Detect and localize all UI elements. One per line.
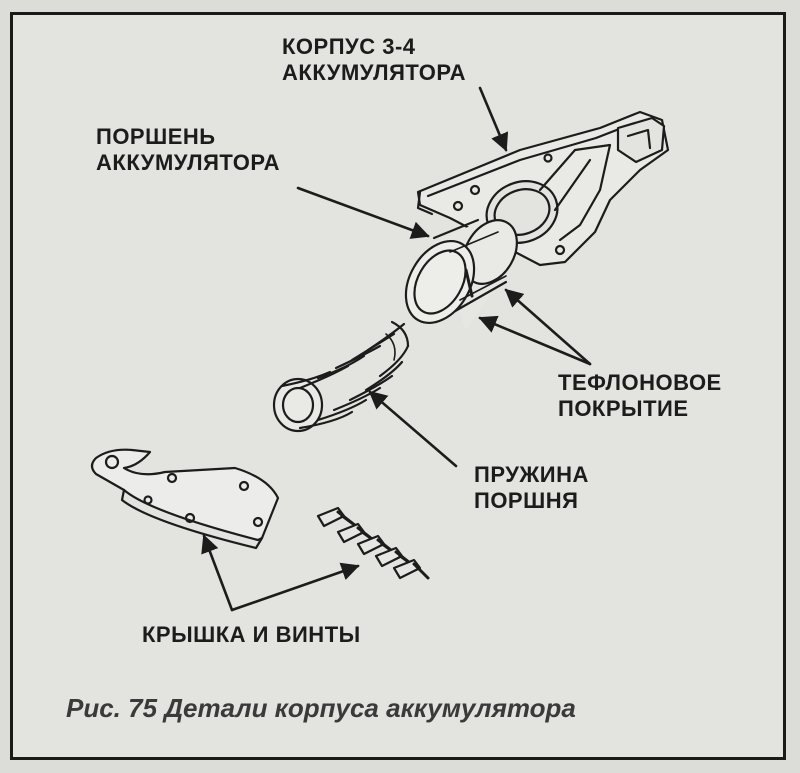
screw-5-icon <box>392 558 430 580</box>
spring-label-line2: ПОРШНЯ <box>474 488 579 513</box>
cover-leader <box>201 534 234 612</box>
housing-label: КОРПУС 3-4 АККУМУЛЯТОРА <box>282 34 466 86</box>
spring-leader <box>368 390 458 468</box>
spring-label: ПРУЖИНА ПОРШНЯ <box>474 462 589 514</box>
housing-label-line1: КОРПУС 3-4 <box>282 34 416 59</box>
cover-label-line1: КРЫШКА И ВИНТЫ <box>142 622 361 647</box>
teflon-label: ТЕФЛОНОВОЕ ПОКРЫТИЕ <box>558 370 722 422</box>
teflon-leader-upper <box>504 288 592 366</box>
piston-label: ПОРШЕНЬ АККУМУЛЯТОРА <box>96 124 280 176</box>
piston-label-line1: ПОРШЕНЬ <box>96 124 216 149</box>
teflon-label-line2: ПОКРЫТИЕ <box>558 396 689 421</box>
piston-leader <box>296 186 430 239</box>
screw-1-icon <box>316 506 358 528</box>
teflon-label-line1: ТЕФЛОНОВОЕ <box>558 370 722 395</box>
cover-label: КРЫШКА И ВИНТЫ <box>142 622 361 648</box>
spring-label-line1: ПРУЖИНА <box>474 462 589 487</box>
piston-spring <box>272 320 410 433</box>
screws-leader <box>230 562 360 612</box>
housing-label-line2: АККУМУЛЯТОРА <box>282 60 467 85</box>
cover-plate <box>90 448 280 550</box>
cover-screws <box>316 506 430 580</box>
housing-leader <box>478 86 509 152</box>
figure-caption: Рис. 75 Детали корпуса аккумулятора <box>66 693 576 723</box>
accumulator-piston <box>404 218 518 330</box>
teflon-leader-lower <box>478 315 592 366</box>
piston-label-line2: АККУМУЛЯТОРА <box>96 150 281 175</box>
leader-lines <box>201 86 592 612</box>
